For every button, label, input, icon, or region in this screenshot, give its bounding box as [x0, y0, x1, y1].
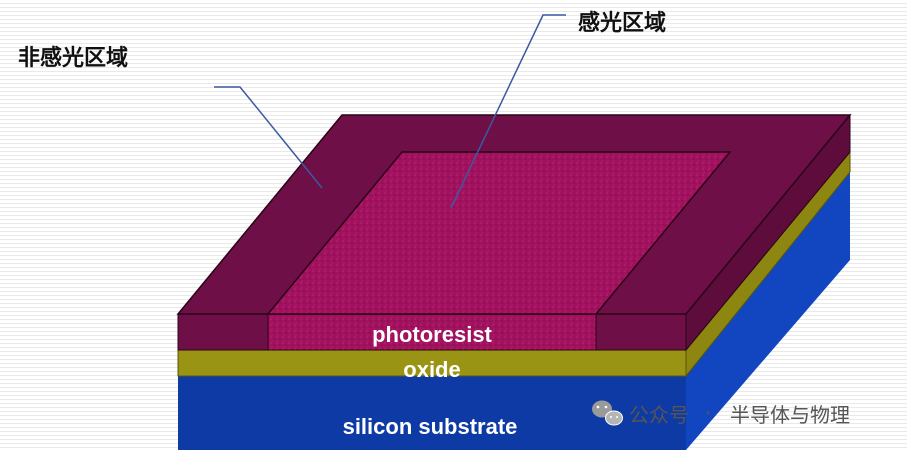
watermark-separator: · — [705, 401, 711, 425]
label-silicon-substrate: silicon substrate — [343, 414, 518, 439]
watermark-account-type: 公众号 — [629, 403, 689, 427]
wechat-icon — [592, 400, 623, 426]
watermark-account-name: 半导体与物理 — [730, 403, 850, 427]
exposed-region — [266, 151, 732, 315]
label-photoresist: photoresist — [372, 322, 492, 347]
leader-line-unexposed — [214, 86, 323, 189]
photoresist-front-exposed — [267, 313, 597, 351]
oxide-front-face — [177, 349, 687, 377]
substrate-side-face — [686, 172, 850, 450]
leader-line-exposed — [450, 14, 566, 209]
label-exposed-region: 感光区域 — [578, 10, 666, 36]
label-unexposed-region: 非感光区域 — [18, 45, 128, 71]
watermark: 公众号 · 半导体与物理 — [592, 400, 850, 427]
label-oxide: oxide — [403, 357, 460, 382]
